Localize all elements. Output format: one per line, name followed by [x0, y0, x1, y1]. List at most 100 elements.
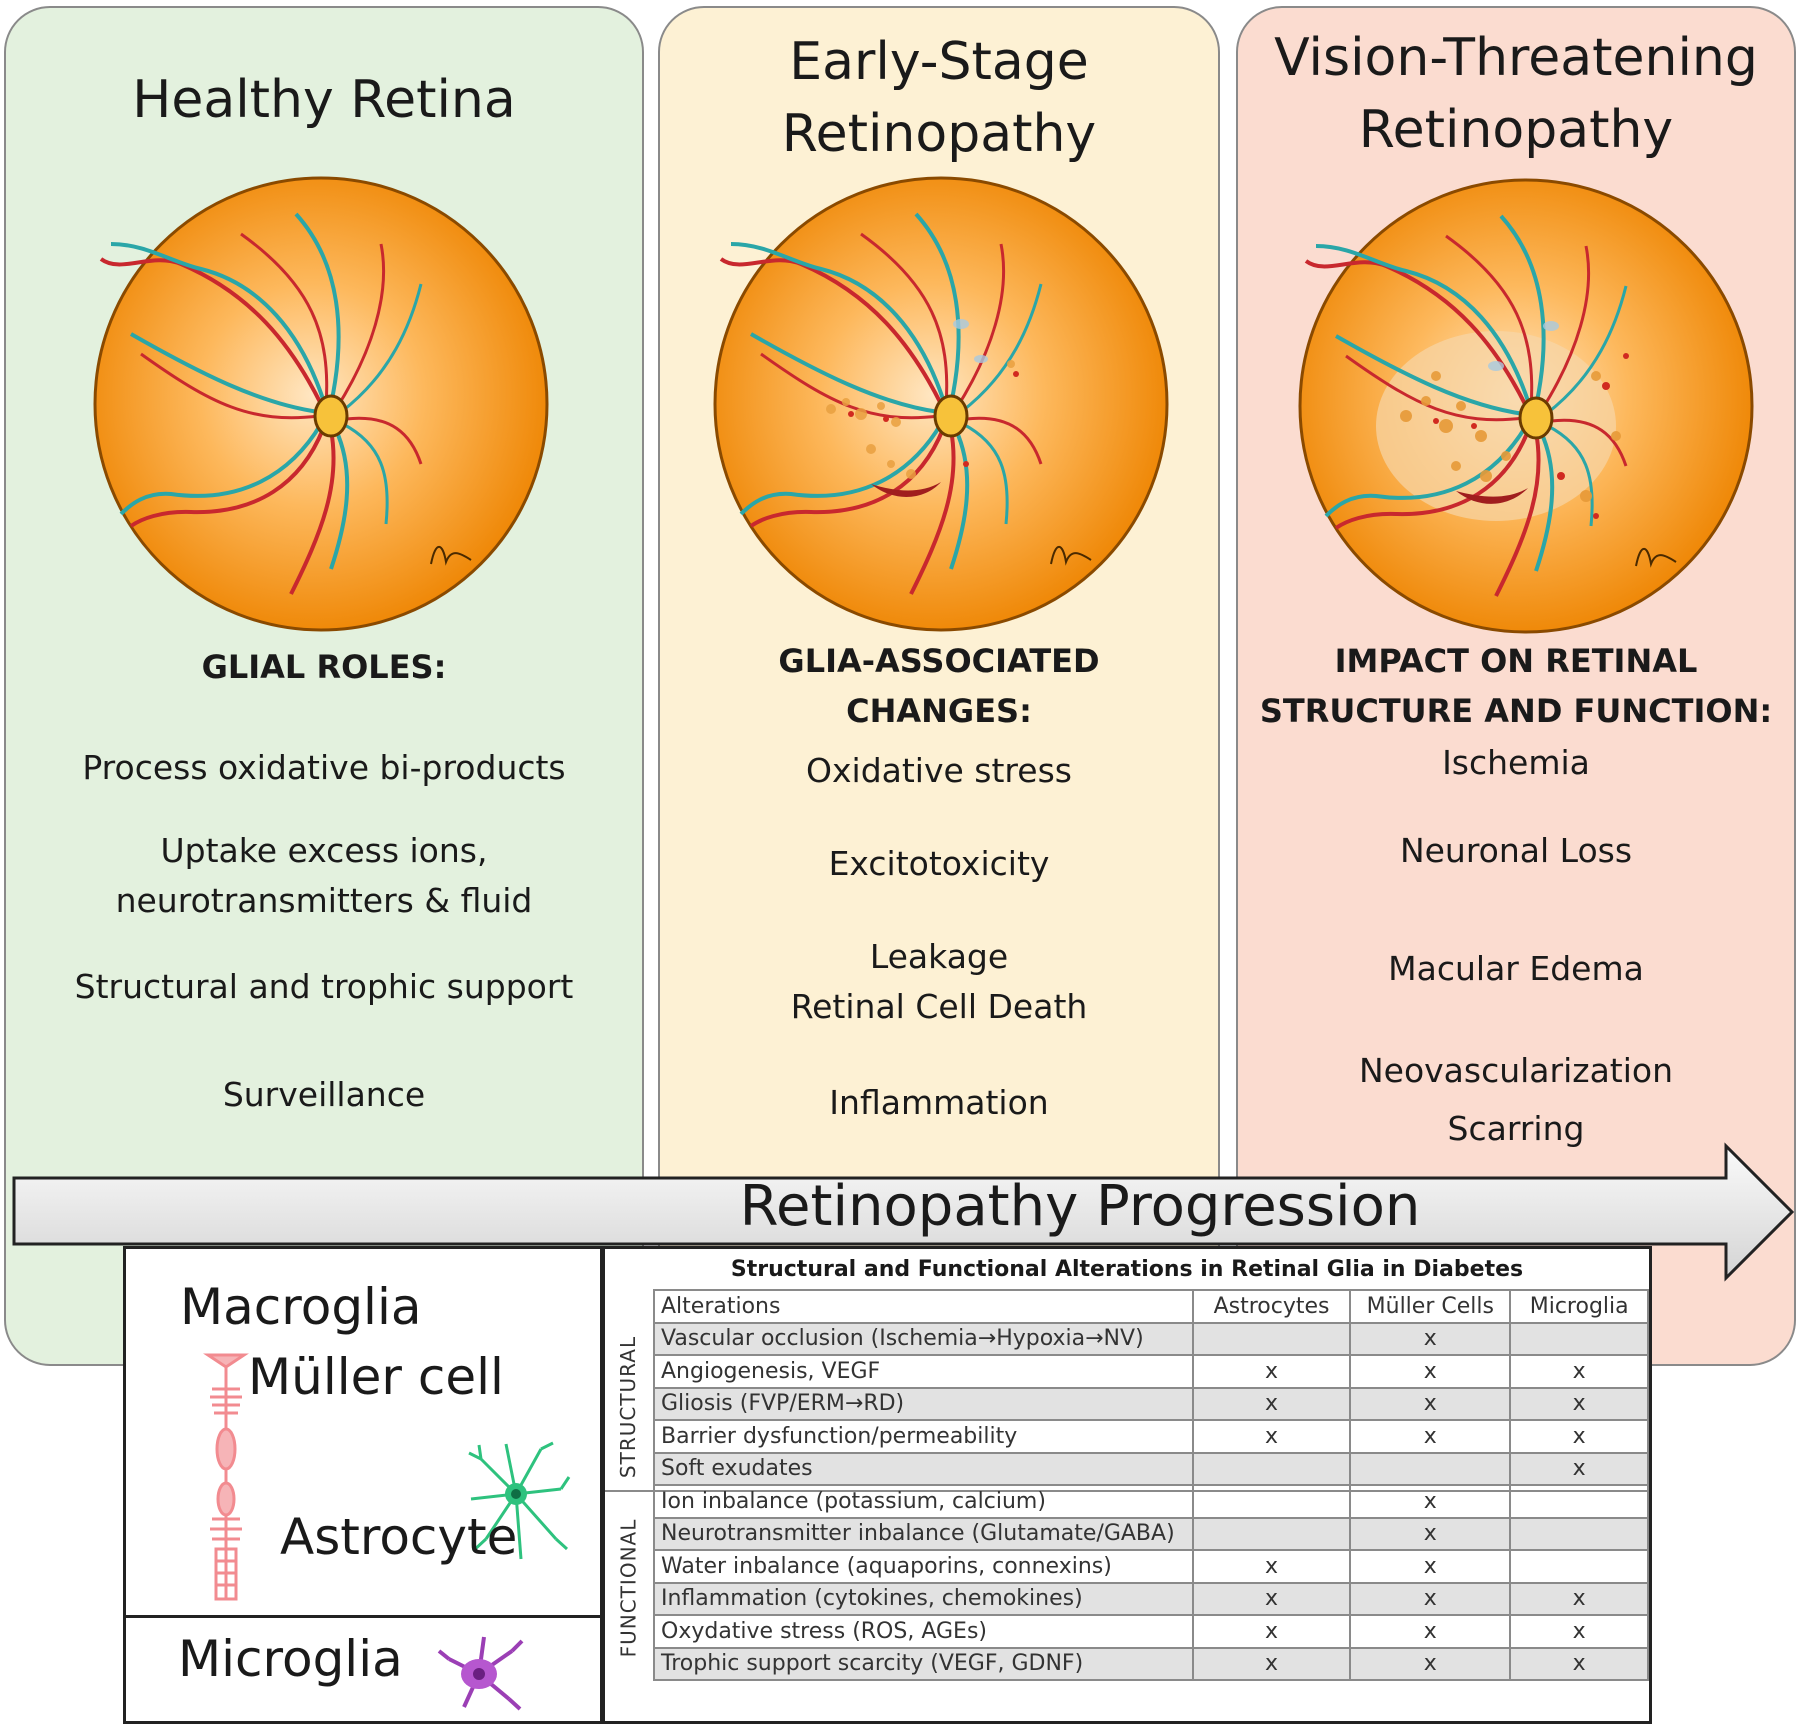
list-item: Macular Edema	[1388, 949, 1644, 988]
marker-cell	[1509, 1516, 1649, 1551]
marker-cell: x	[1509, 1451, 1649, 1486]
alteration-cell: Inflammation (cytokines, chemokines)	[653, 1581, 1194, 1616]
marker-cell: x	[1349, 1386, 1512, 1421]
legend-muller-label: Müller cell	[248, 1348, 504, 1406]
panel-healthy-retina: Healthy Retina GLIAL ROLES: Process oxid…	[4, 6, 644, 1366]
legend-astrocyte-label: Astrocyte	[280, 1508, 518, 1566]
legend-divider	[126, 1615, 600, 1618]
progression-arrow	[12, 1142, 1795, 1282]
marker-cell: x	[1349, 1354, 1512, 1389]
list-item: Process oxidative bi-products	[82, 748, 566, 787]
table-title: Structural and Functional Alterations in…	[730, 1257, 1524, 1282]
legend-microglia-label: Microglia	[178, 1630, 403, 1688]
table-row: Vascular occlusion (Ischemia→Hypoxia→NV)…	[653, 1321, 1649, 1356]
alteration-cell: Barrier dysfunction/permeability	[653, 1419, 1194, 1454]
retina-threatening-illustration	[1298, 178, 1754, 634]
alteration-cell: Water inbalance (aquaporins, connexins)	[653, 1549, 1194, 1584]
alteration-cell: Trophic support scarcity (VEGF, GDNF)	[653, 1646, 1194, 1681]
list-item: Structural and trophic support	[74, 967, 574, 1006]
group-label-structural: STRUCTURAL	[616, 1335, 640, 1478]
marker-cell: x	[1349, 1614, 1512, 1649]
marker-cell: x	[1191, 1549, 1352, 1584]
marker-cell	[1191, 1321, 1352, 1356]
column-header: Müller Cells	[1349, 1289, 1512, 1324]
marker-cell: x	[1191, 1419, 1352, 1454]
marker-cell: x	[1349, 1581, 1512, 1616]
marker-cell: x	[1349, 1321, 1512, 1356]
marker-cell: x	[1349, 1484, 1512, 1519]
alteration-cell: Angiogenesis, VEGF	[653, 1354, 1194, 1389]
alteration-cell: Ion inbalance (potassium, calcium)	[653, 1484, 1194, 1519]
marker-cell: x	[1509, 1581, 1649, 1616]
glia-legend: Macroglia Müller cell Astrocyte Microgli…	[123, 1246, 603, 1724]
marker-cell: x	[1349, 1549, 1512, 1584]
marker-cell: x	[1509, 1646, 1649, 1681]
glia-alterations-table-panel: Structural and Functional Alterations in…	[602, 1246, 1652, 1724]
marker-cell	[1509, 1549, 1649, 1584]
marker-cell: x	[1191, 1354, 1352, 1389]
marker-cell: x	[1349, 1419, 1512, 1454]
list-item: Scarring	[1447, 1109, 1585, 1148]
marker-cell: x	[1509, 1614, 1649, 1649]
list-item: Neuronal Loss	[1399, 831, 1633, 870]
list-item: Inflammation	[829, 1083, 1049, 1122]
marker-cell	[1509, 1484, 1649, 1519]
list-item: Excitotoxicity	[828, 844, 1050, 883]
panel-title: Healthy Retina	[132, 70, 516, 130]
marker-cell: x	[1509, 1354, 1649, 1389]
group-label-functional: FUNCTIONAL	[616, 1518, 640, 1657]
list-item: Uptake excess ions,neurotransmitters & f…	[115, 831, 533, 920]
marker-cell: x	[1191, 1646, 1352, 1681]
marker-cell	[1509, 1321, 1649, 1356]
column-header: Astrocytes	[1191, 1289, 1352, 1324]
retina-early-illustration	[713, 176, 1169, 632]
marker-cell: x	[1349, 1516, 1512, 1551]
astrocyte-icon	[468, 1441, 571, 1560]
table-header-row: Alterations Astrocytes Müller Cells Micr…	[653, 1289, 1649, 1324]
table-row: Ion inbalance (potassium, calcium) x	[653, 1484, 1649, 1519]
list-item: Oxidative stress	[806, 751, 1072, 790]
alteration-cell: Oxydative stress (ROS, AGEs)	[653, 1614, 1194, 1649]
marker-cell: x	[1509, 1419, 1649, 1454]
list-item: Surveillance	[222, 1075, 426, 1114]
alteration-cell: Soft exudates	[653, 1451, 1194, 1486]
microglia-icon	[437, 1636, 524, 1711]
muller-cell-icon	[203, 1353, 249, 1601]
glial-roles-heading: GLIAL ROLES:	[201, 648, 447, 686]
arrow-label: Retinopathy Progression	[739, 1174, 1421, 1239]
marker-cell	[1191, 1451, 1352, 1486]
marker-cell	[1191, 1484, 1352, 1519]
marker-cell: x	[1191, 1614, 1352, 1649]
alterations-table: Alterations Astrocytes Müller Cells Micr…	[653, 1289, 1649, 1681]
marker-cell: x	[1509, 1386, 1649, 1421]
marker-cell: x	[1349, 1646, 1512, 1681]
list-item: Ischemia	[1442, 743, 1590, 782]
alteration-cell: Gliosis (FVP/ERM→RD)	[653, 1386, 1194, 1421]
table-row: Neurotransmitter inbalance (Glutamate/GA…	[653, 1516, 1649, 1551]
table-row: Water inbalance (aquaporins, connexins)x…	[653, 1549, 1649, 1584]
marker-cell	[1191, 1516, 1352, 1551]
marker-cell: x	[1191, 1386, 1352, 1421]
legend-macroglia-label: Macroglia	[180, 1278, 422, 1336]
alteration-cell: Vascular occlusion (Ischemia→Hypoxia→NV)	[653, 1321, 1194, 1356]
table-row: Soft exudates x	[653, 1451, 1649, 1486]
column-header: Alterations	[653, 1289, 1194, 1324]
retina-healthy-illustration	[93, 176, 549, 632]
column-header: Microglia	[1509, 1289, 1649, 1324]
list-item: Neovascularization	[1358, 1051, 1674, 1090]
marker-cell: x	[1191, 1581, 1352, 1616]
marker-cell	[1349, 1451, 1512, 1486]
